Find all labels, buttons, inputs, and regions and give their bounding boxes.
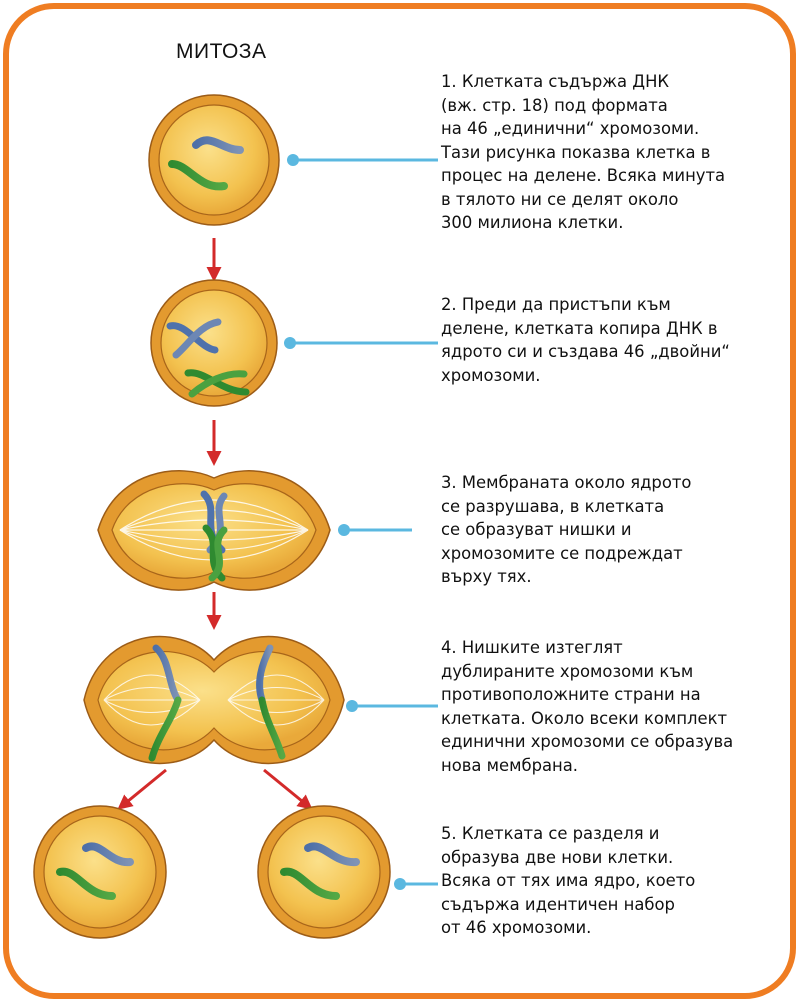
cell-step-3: [98, 471, 330, 590]
step-1-text: 1. Клетката съдържа ДНК (вж. стр. 18) по…: [441, 70, 793, 235]
step-2-text: 2. Преди да пристъпи към делене, клеткат…: [441, 293, 793, 387]
cell-step-5-left: [34, 806, 166, 938]
step-3-text: 3. Мембраната около ядрото се разрушава,…: [441, 471, 793, 589]
diagram-title: МИТОЗА: [176, 40, 267, 64]
step-5-text: 5. Клетката се разделя и образува две но…: [441, 822, 793, 940]
cell-step-2: [151, 280, 277, 406]
cell-step-5-right: [258, 806, 390, 938]
step-4-text: 4. Нишките изтеглят дублираните хромозом…: [441, 636, 793, 777]
cell-step-1: [149, 95, 279, 225]
